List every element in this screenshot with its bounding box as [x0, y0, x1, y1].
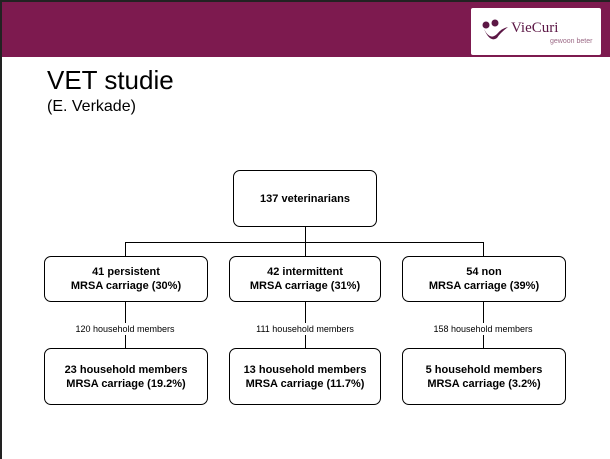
result-node-line1: 13 household members [243, 363, 367, 376]
root-node-label: 137 veterinarians [260, 192, 350, 205]
root-node: 137 veterinarians [233, 170, 377, 227]
connector-group-3-up [483, 242, 484, 256]
logo-tagline: gewoon beter [550, 38, 593, 45]
logo-mark-icon [482, 19, 508, 40]
viecuri-logo: VieCuri gewoon beter [471, 8, 601, 55]
result-node-line2: MRSA carriage (11.7%) [245, 377, 365, 390]
result-node-line2: MRSA carriage (19.2%) [66, 377, 186, 390]
edge-label-group-2: 111 household members [249, 323, 361, 335]
slide-subtitle: (E. Verkade) [47, 98, 136, 115]
slide-left-border [0, 0, 2, 459]
slide-title: VET studie [47, 65, 174, 95]
result-node-2: 13 household members MRSA carriage (11.7… [229, 348, 381, 405]
result-node-1: 23 household members MRSA carriage (19.2… [44, 348, 208, 405]
connector-group-1-up [125, 242, 126, 256]
group-node-line2: MRSA carriage (39%) [428, 280, 540, 292]
result-node-line1: 23 household members [64, 363, 188, 376]
result-node-line1: 5 household members [425, 363, 543, 376]
header-top-line [2, 0, 610, 2]
group-node-line2: MRSA carriage (31%) [249, 280, 361, 292]
group-node-3: 54 non MRSA carriage (39%) [402, 256, 566, 302]
connector-root-down [305, 227, 306, 242]
edge-label-group-1: 120 household members [66, 323, 184, 335]
group-node-line1: 41 persistent [92, 266, 160, 278]
result-node-line2: MRSA carriage (3.2%) [427, 377, 541, 390]
logo-name: VieCuri [511, 20, 559, 36]
edge-label-group-3: 158 household members [424, 323, 542, 335]
group-node-2: 42 intermittent MRSA carriage (31%) [229, 256, 381, 302]
group-node-line1: 54 non [466, 266, 502, 278]
group-node-1: 41 persistent MRSA carriage (30%) [44, 256, 208, 302]
result-node-3: 5 household members MRSA carriage (3.2%) [402, 348, 566, 405]
connector-horizontal [125, 242, 483, 243]
connector-group-2-up [305, 242, 306, 256]
group-node-line1: 42 intermittent [267, 266, 343, 278]
group-node-line2: MRSA carriage (30%) [70, 280, 182, 292]
